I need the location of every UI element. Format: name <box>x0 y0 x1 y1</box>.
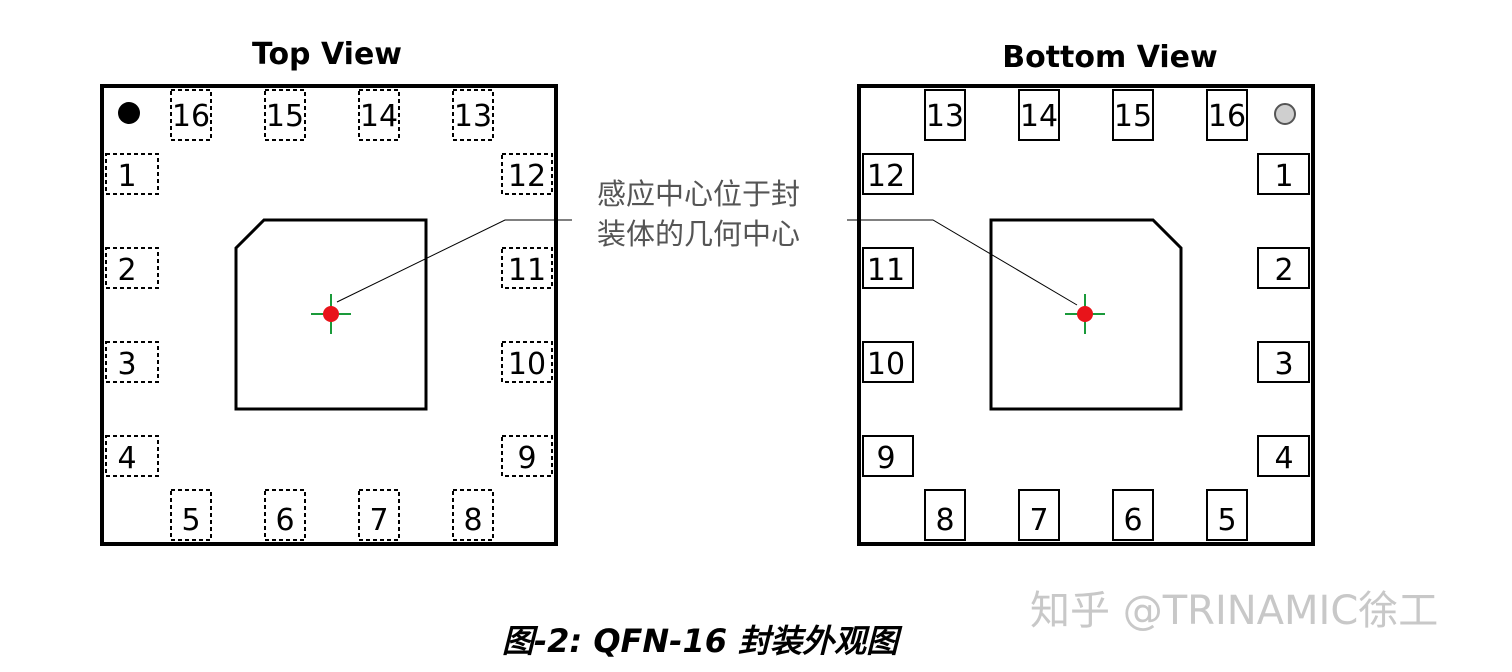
pin-label: 14 <box>1020 99 1058 134</box>
pin-label: 15 <box>266 99 304 134</box>
bottom-view-pin-2 <box>1257 247 1310 289</box>
pin-label: 8 <box>935 503 954 538</box>
pin-label: 16 <box>1208 99 1246 134</box>
top-view-pin-6 <box>264 489 306 541</box>
callout-leader-line-right <box>847 219 1078 306</box>
pin-label: 7 <box>1029 503 1048 538</box>
sensing-center-dot <box>1077 306 1093 322</box>
pin-label: 3 <box>1274 347 1293 382</box>
bottom-view-pin-12 <box>862 153 914 195</box>
sensing-center-callout: 感应中心位于封 装体的几何中心 <box>336 177 1078 306</box>
pin-label: 2 <box>1274 253 1293 288</box>
top-view-title: Top View <box>252 37 402 72</box>
pin-label: 4 <box>1274 441 1293 476</box>
bottom-view-pin-7 <box>1018 489 1060 541</box>
bottom-view-pin-14 <box>1018 89 1060 141</box>
pin-label: 5 <box>181 503 200 538</box>
top-view-pin-4 <box>105 435 159 477</box>
pin-label: 10 <box>867 347 905 382</box>
bottom-view-pin-3 <box>1257 341 1310 383</box>
top-view-package-outline <box>100 84 558 546</box>
bottom-view-pin-8 <box>924 489 966 541</box>
top-view-pin-1 <box>105 153 159 195</box>
pin-label: 10 <box>508 347 546 382</box>
bottom-view-pin-13 <box>924 89 966 141</box>
bottom-view-center-marker <box>1065 294 1105 334</box>
pin-label: 6 <box>275 503 294 538</box>
bottom-view-pin-15 <box>1112 89 1154 141</box>
pin-label: 1 <box>1274 159 1293 194</box>
watermark: 知乎 @TRINAMIC徐工 <box>1030 588 1438 634</box>
top-view-pin-12 <box>501 153 553 195</box>
top-view-pin-16 <box>170 89 212 141</box>
bottom-view-title: Bottom View <box>1002 40 1218 75</box>
top-view-pins-bottom: 5 6 7 8 <box>170 489 494 541</box>
figure-caption: 图-2: QFN-16 封装外观图 <box>502 622 903 660</box>
top-view-pin-15 <box>264 89 306 141</box>
callout-leader-line-left <box>336 219 572 303</box>
top-view-pins-right: 12 11 10 9 <box>501 153 553 477</box>
bottom-view-pins-bottom: 8 7 6 5 <box>924 489 1248 541</box>
top-view-pins-left: 1 2 3 4 <box>105 153 159 477</box>
pin1-indicator-circle <box>1274 103 1296 125</box>
pin-label: 6 <box>1123 503 1142 538</box>
pin-label: 15 <box>1114 99 1152 134</box>
pin-label: 3 <box>117 347 136 382</box>
pin-label: 1 <box>117 159 136 194</box>
bottom-view-package-outline <box>857 84 1315 546</box>
bottom-view-pin-11 <box>862 247 914 289</box>
top-view: Top View 16 15 14 13 1 2 3 4 <box>100 37 558 546</box>
top-view-pin-9 <box>501 435 553 477</box>
top-view-exposed-pad <box>234 218 428 411</box>
pin-label: 8 <box>463 503 482 538</box>
bottom-view-pin-16 <box>1206 89 1248 141</box>
top-view-pin-2 <box>105 247 159 289</box>
top-view-pin-13 <box>452 89 494 141</box>
pin-label: 5 <box>1217 503 1236 538</box>
pin-label: 13 <box>926 99 964 134</box>
bottom-view-exposed-pad <box>989 218 1183 411</box>
pin-label: 2 <box>117 253 136 288</box>
callout-text-line1: 感应中心位于封 <box>597 177 800 211</box>
bottom-view-pin-4 <box>1257 435 1310 477</box>
bottom-view-pin-6 <box>1112 489 1154 541</box>
pin-label: 9 <box>517 441 536 476</box>
pin-label: 7 <box>369 503 388 538</box>
pin-label: 14 <box>360 99 398 134</box>
pin1-indicator-dot <box>118 102 140 124</box>
top-view-pin-5 <box>170 489 212 541</box>
pin-label: 12 <box>867 159 905 194</box>
callout-text-line2: 装体的几何中心 <box>597 217 800 251</box>
top-view-pin-11 <box>501 247 553 289</box>
bottom-view-pin-5 <box>1206 489 1248 541</box>
sensing-center-dot <box>323 306 339 322</box>
pin-label: 11 <box>508 253 546 288</box>
pin-label: 12 <box>508 159 546 194</box>
top-view-pin-7 <box>358 489 400 541</box>
pin-label: 13 <box>454 99 492 134</box>
bottom-view: Bottom View 13 14 15 16 12 11 10 9 <box>857 40 1315 546</box>
top-view-pins-top: 16 15 14 13 <box>170 89 494 141</box>
bottom-view-pins-right: 1 2 3 4 <box>1257 153 1310 477</box>
top-view-pin-14 <box>358 89 400 141</box>
pin-label: 4 <box>117 441 136 476</box>
top-view-pin-8 <box>452 489 494 541</box>
bottom-view-pin-10 <box>862 341 914 383</box>
bottom-view-pins-top: 13 14 15 16 <box>924 89 1248 141</box>
top-view-pin-10 <box>501 341 553 383</box>
pin-label: 11 <box>867 253 905 288</box>
bottom-view-pin-9 <box>862 435 914 477</box>
pin-label: 16 <box>172 99 210 134</box>
top-view-pin-3 <box>105 341 159 383</box>
bottom-view-pin-1 <box>1257 153 1310 195</box>
pin-label: 9 <box>876 441 895 476</box>
bottom-view-pins-left: 12 11 10 9 <box>862 153 914 477</box>
top-view-center-marker <box>311 294 351 334</box>
